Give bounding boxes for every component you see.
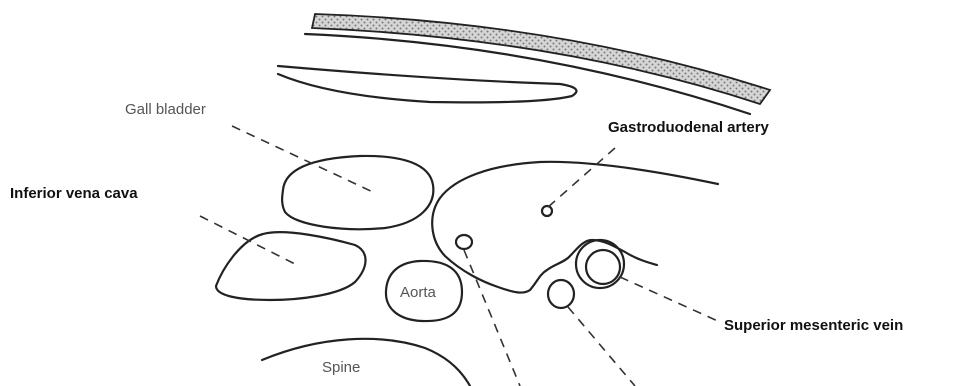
label-aorta: Aorta <box>400 284 437 301</box>
sma-leader <box>568 307 635 386</box>
fat-layer-band <box>312 14 770 104</box>
spine-outline <box>262 339 470 386</box>
superior-mesenteric-vein-inner <box>586 250 620 284</box>
label-inferior-vena-cava: Inferior vena cava <box>10 185 138 202</box>
gall-bladder-outline <box>282 156 433 229</box>
superior-mesenteric-vein-leader <box>620 277 720 322</box>
label-gastroduodenal-artery: Gastroduodenal artery <box>608 119 770 136</box>
superior-mesenteric-artery-vessel <box>548 280 574 308</box>
liver-capsule-fold <box>278 66 576 102</box>
leader-lines <box>200 126 720 386</box>
gastroduodenal-artery-leader <box>547 148 615 208</box>
common-bile-duct-vessel <box>456 235 472 249</box>
label-gall-bladder: Gall bladder <box>125 101 206 118</box>
inferior-vena-cava-outline <box>216 232 366 300</box>
label-spine: Spine <box>322 359 360 376</box>
superior-mesenteric-vein-outer <box>576 240 624 288</box>
pancreas-outline <box>432 162 718 293</box>
abdominal-wall <box>278 14 770 114</box>
gastroduodenal-artery-vessel <box>542 206 552 216</box>
label-superior-mesenteric-vein: Superior mesenteric vein <box>724 317 903 334</box>
bile-duct-leader <box>464 250 520 386</box>
inferior-vena-cava-leader <box>200 216 295 264</box>
gall-bladder-leader <box>232 126 375 193</box>
